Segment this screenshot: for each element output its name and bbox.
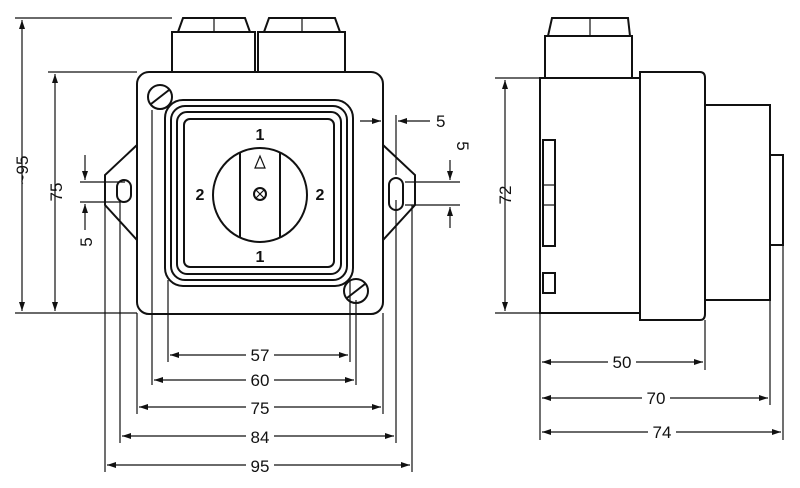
seal-frame	[164, 99, 354, 287]
position-label-top: 1	[256, 127, 265, 144]
dim-housing-height: 75	[47, 183, 66, 202]
side-housing	[539, 77, 641, 314]
dim-lug-slot-left: 5	[77, 237, 96, 246]
dim-housing-width: 75	[251, 399, 270, 418]
knob-screw-icon	[253, 187, 267, 201]
side-knob	[704, 104, 771, 301]
front-dimensions: ~95 75 5 5 5 57 60 75 84 95	[13, 17, 472, 476]
dim-overall-depth: 74	[653, 423, 672, 442]
rotary-knob	[212, 147, 308, 243]
side-lug	[542, 139, 556, 247]
pointer-icon	[254, 154, 266, 169]
position-label-bottom: 1	[256, 249, 265, 266]
side-view	[539, 17, 784, 321]
dim-lug-slot-right: 5	[453, 141, 472, 150]
side-clip	[542, 272, 556, 294]
screw-top-left	[147, 84, 173, 110]
cable-glands	[171, 17, 346, 75]
dim-side-height: 72	[496, 186, 515, 205]
front-view: 1 2 2 1	[104, 17, 416, 315]
side-knob-tip	[769, 154, 784, 246]
left-lug-slot	[116, 179, 132, 203]
dim-lug-offset-right: 5	[436, 112, 445, 131]
position-label-left: 2	[196, 187, 205, 204]
screw-bottom-right	[343, 278, 369, 304]
dim-lug-hole-width: 84	[251, 428, 270, 447]
dim-mount-width: 60	[251, 371, 270, 390]
position-label-right: 2	[316, 187, 325, 204]
dim-knob-depth: 70	[647, 389, 666, 408]
side-cable-gland	[544, 17, 633, 79]
dim-body-depth: 50	[613, 353, 632, 372]
dim-inner-width: 57	[251, 346, 270, 365]
dim-overall-height: ~95	[13, 156, 32, 185]
side-cover	[639, 71, 706, 321]
side-dimensions: 72 50 70 74	[495, 77, 784, 442]
dim-overall-width: 95	[251, 457, 270, 476]
